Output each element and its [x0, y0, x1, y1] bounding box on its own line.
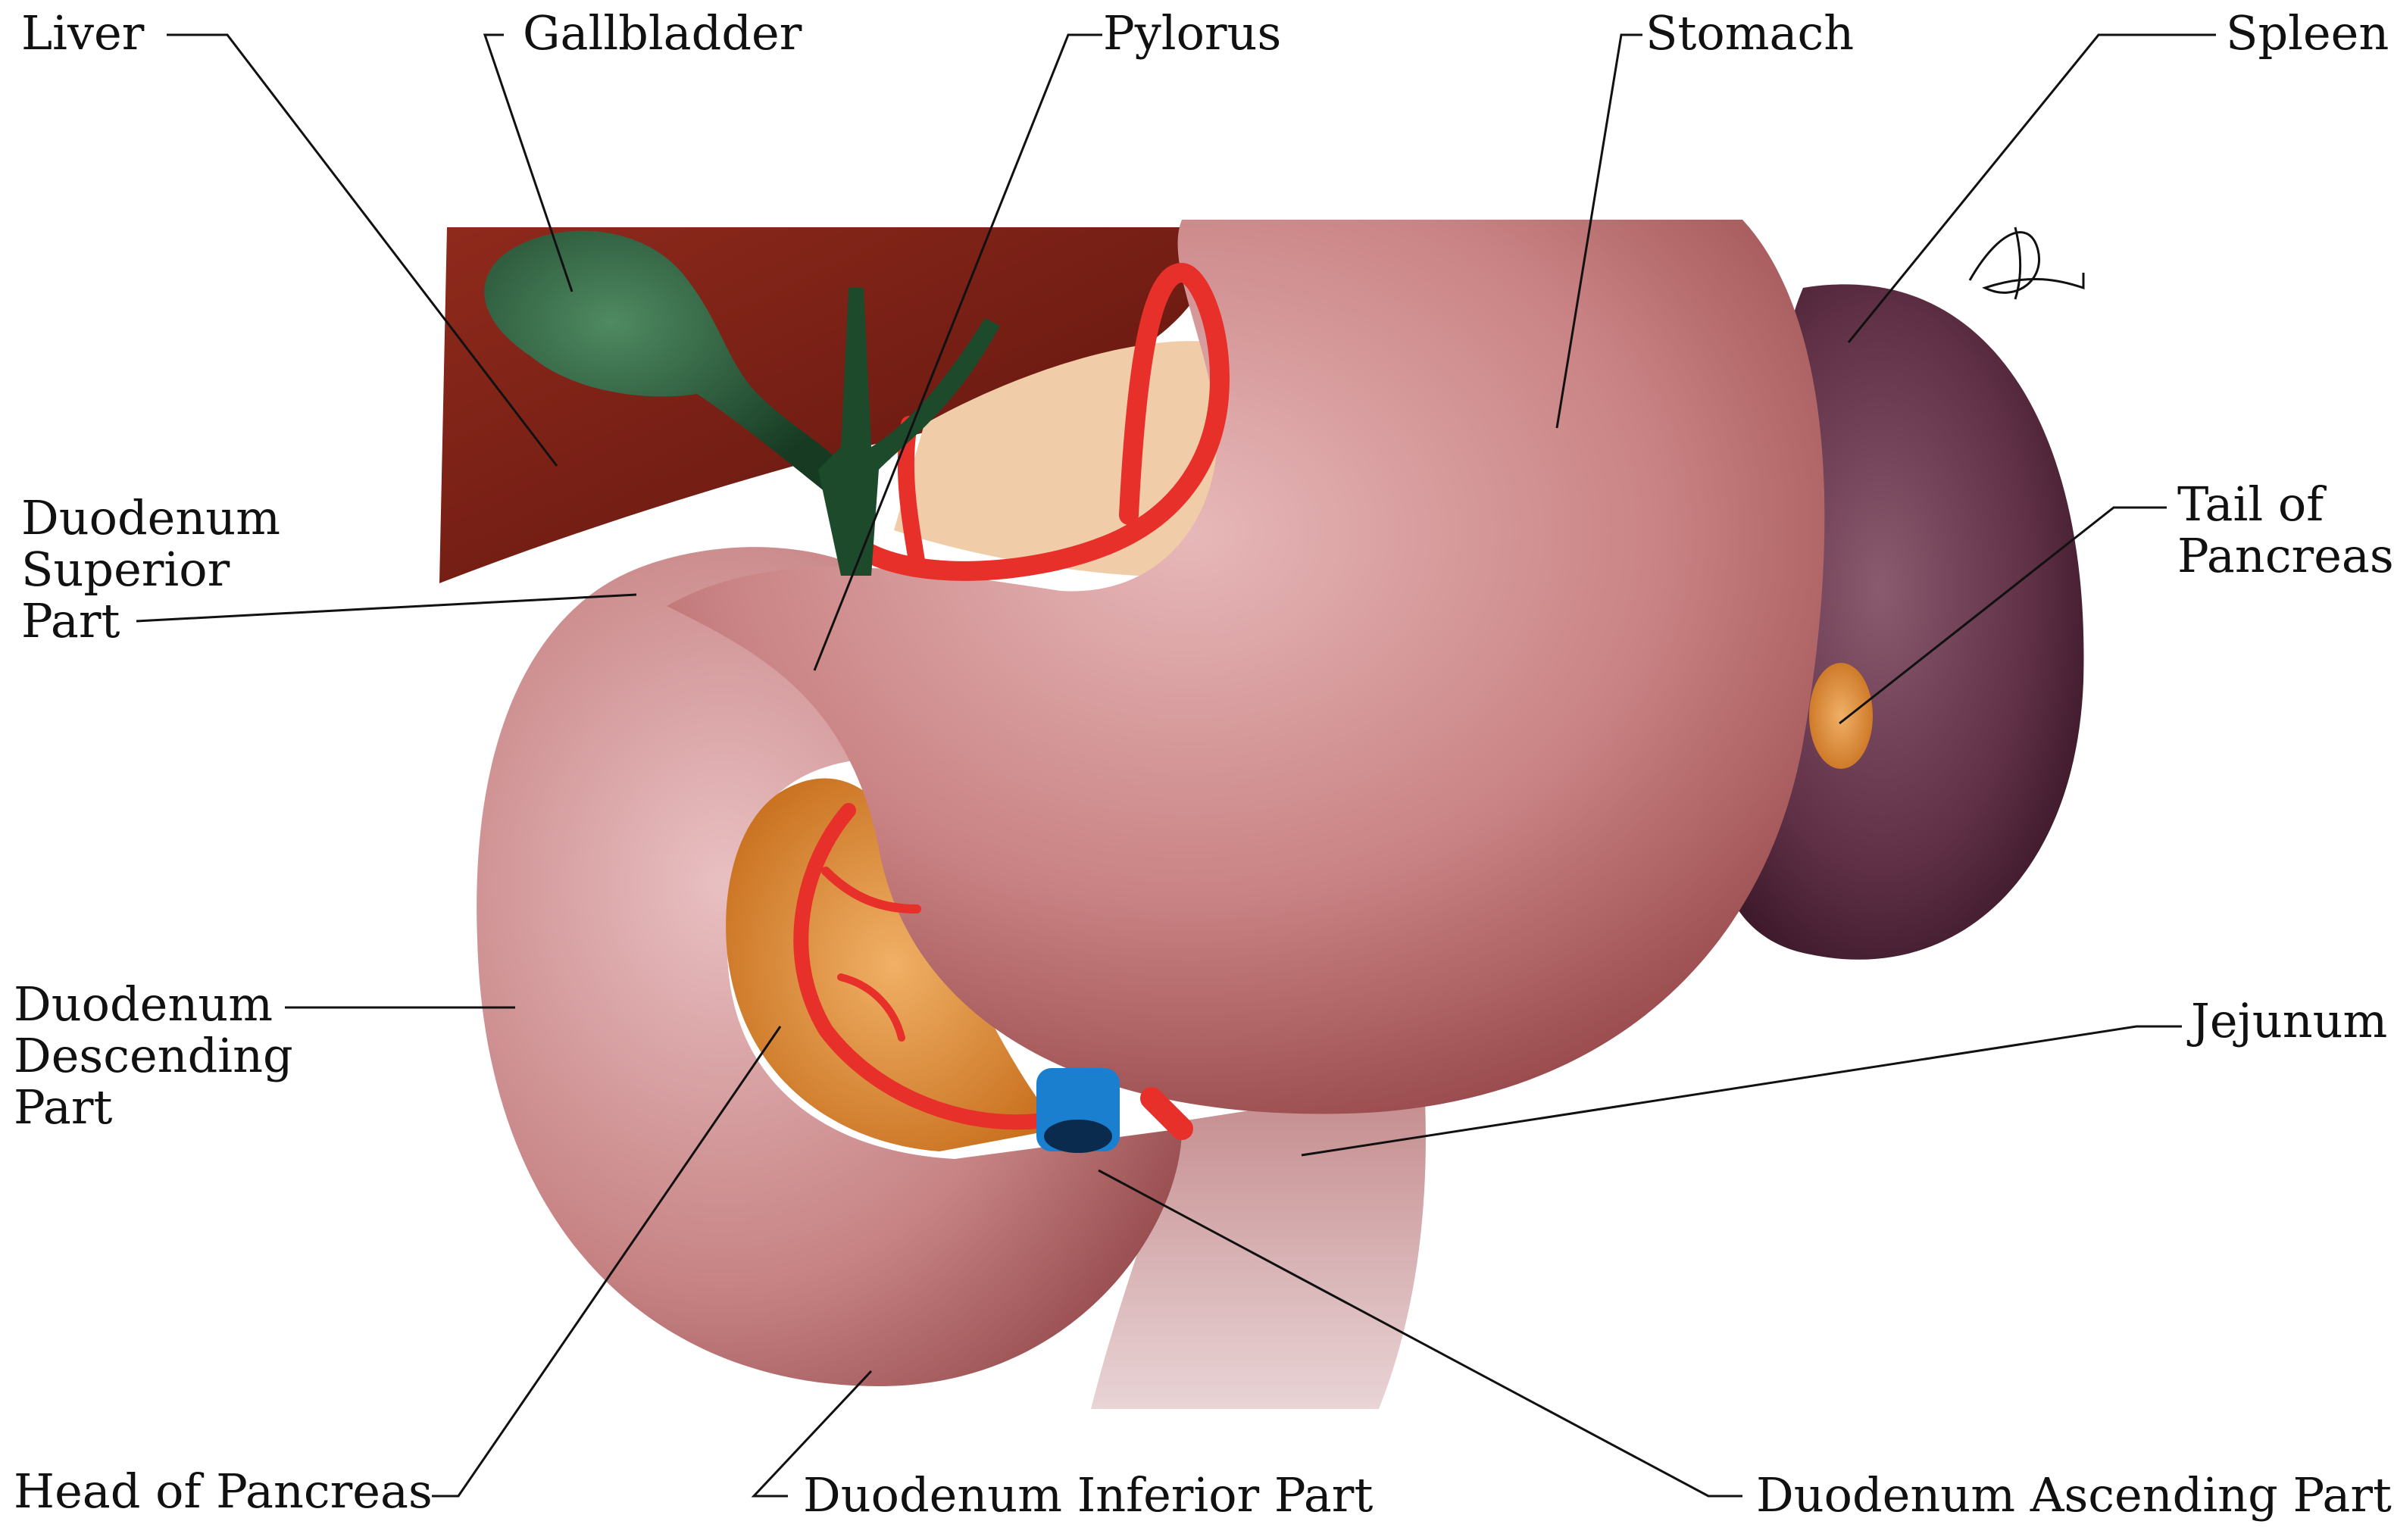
leader-line-pylorus: [813, 33, 1102, 671]
leader-line-duodenum-ascending: [1098, 1169, 1742, 1498]
artist-signature: [1968, 226, 2085, 300]
artery-group: [793, 262, 1230, 1140]
signature-stroke: [2014, 226, 2022, 300]
leader-line-head-of-pancreas: [432, 1026, 782, 1498]
artery-vessel: [1140, 1087, 1193, 1140]
leader-line-stomach: [1555, 33, 1642, 429]
gallbladder-shape: [484, 230, 849, 492]
leader-line-tail-of-pancreas: [1839, 506, 2167, 725]
artery-vessel: [821, 867, 921, 914]
artery-vessel: [897, 416, 925, 569]
artery-vessel: [837, 973, 905, 1042]
leader-line-gallbladder: [483, 33, 573, 292]
label-jejunum: Jejunum: [2191, 993, 2388, 1048]
artery-vessel: [793, 803, 1045, 1130]
leader-line-duodenum-superior: [136, 593, 637, 623]
leader-line-liver: [167, 33, 558, 467]
stomach-shape: [667, 220, 1825, 1114]
label-liver: Liver: [21, 5, 145, 61]
duodenum-shape: [477, 547, 1182, 1386]
label-gallbladder: Gallbladder: [523, 5, 802, 61]
leader-lines: [136, 33, 2216, 1498]
label-tail-of-pancreas: Tail of Pancreas: [2177, 476, 2394, 583]
label-stomach: Stomach: [1645, 5, 1855, 61]
leader-line-spleen: [1847, 33, 2216, 343]
signature-stroke: [1968, 231, 2085, 294]
label-pylorus: Pylorus: [1103, 5, 1282, 61]
leader-line-duodenum-inferior: [751, 1370, 873, 1498]
pancreas-tail-shape: [1809, 663, 1873, 769]
label-duodenum-superior-part: Duodenum Superior Part: [21, 490, 280, 648]
vein-lumen: [1044, 1120, 1112, 1153]
artery-vessel: [846, 262, 1230, 581]
label-head-of-pancreas: Head of Pancreas: [14, 1463, 433, 1519]
label-duodenum-ascending-part: Duodenum Ascending Part: [1756, 1467, 2392, 1523]
label-spleen: Spleen: [2226, 5, 2389, 61]
leader-line-jejunum: [1301, 1025, 2182, 1157]
label-duodenum-inferior-part: Duodenum Inferior Part: [803, 1467, 1374, 1523]
label-duodenum-descending-part: Duodenum Descending Part: [14, 976, 293, 1135]
